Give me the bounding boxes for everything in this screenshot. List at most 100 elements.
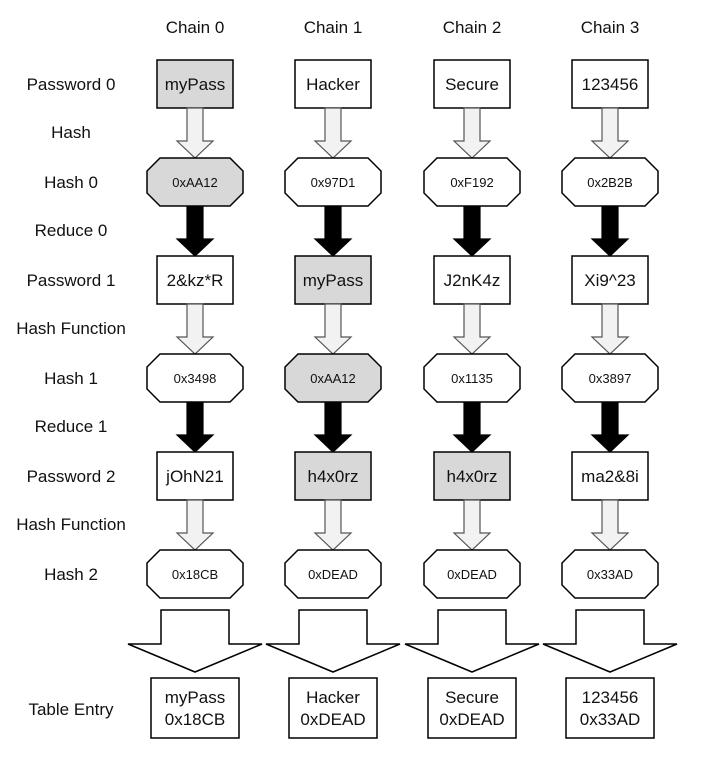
reduce-arrow-icon	[313, 402, 353, 453]
hash-arrow-icon	[313, 303, 353, 355]
hash-text: 0xAA12	[172, 175, 218, 190]
chain-header: Chain 3	[581, 18, 640, 37]
hash-text: 0x97D1	[311, 175, 356, 190]
hash-box	[284, 157, 382, 207]
table-entry-box	[565, 677, 655, 739]
reduce-arrow-icon	[452, 206, 492, 257]
chain-header: Chain 2	[443, 18, 502, 37]
chain-header: Chain 1	[304, 18, 363, 37]
hash-arrow-icon	[313, 107, 353, 159]
table-entry-arrow-icon	[127, 609, 263, 673]
password-text: 123456	[582, 75, 639, 94]
hash-box	[561, 353, 659, 403]
chain-header: Chain 0	[166, 18, 225, 37]
hash-arrow-icon	[452, 499, 492, 551]
hash-box	[146, 353, 244, 403]
row-label-hash-1: Hash 1	[44, 369, 98, 388]
row-label-hash-function-1: Hash Function	[16, 319, 126, 338]
table-entry-box	[427, 677, 517, 739]
password-box	[571, 255, 649, 305]
password-box	[294, 59, 372, 109]
table-entry-arrow-icon	[404, 609, 540, 673]
hash-box	[284, 549, 382, 599]
table-entry-hash: 0xDEAD	[439, 710, 504, 729]
password-text: Hacker	[306, 75, 360, 94]
hash-arrow-icon	[590, 303, 630, 355]
password-box	[156, 59, 234, 109]
hash-box	[284, 353, 382, 403]
hash-arrow-icon	[452, 107, 492, 159]
table-entry-password: 123456	[582, 688, 639, 707]
table-entry-arrow-icon	[542, 609, 678, 673]
hash-text: 0x3897	[589, 371, 632, 386]
password-box	[433, 255, 511, 305]
row-label-hash-step: Hash	[51, 123, 91, 142]
hash-box	[561, 549, 659, 599]
password-text: jOhN21	[165, 467, 224, 486]
password-text: ma2&8i	[581, 467, 639, 486]
reduce-arrow-icon	[590, 402, 630, 453]
reduce-arrow-icon	[313, 206, 353, 257]
hash-arrow-icon	[590, 499, 630, 551]
hash-text: 0x33AD	[587, 567, 633, 582]
password-box	[294, 451, 372, 501]
hash-text: 0xF192	[450, 175, 493, 190]
row-label-reduce-1: Reduce 1	[35, 417, 108, 436]
password-text: h4x0rz	[307, 467, 358, 486]
reduce-arrow-icon	[175, 206, 215, 257]
password-text: Xi9^23	[584, 271, 635, 290]
hash-arrow-icon	[175, 499, 215, 551]
hash-text: 0x3498	[174, 371, 217, 386]
password-text: J2nK4z	[444, 271, 501, 290]
hash-text: 0xDEAD	[447, 567, 497, 582]
reduce-arrow-icon	[175, 402, 215, 453]
hash-box	[146, 157, 244, 207]
password-box	[571, 451, 649, 501]
hash-box	[423, 549, 521, 599]
row-label-password-2: Password 2	[27, 467, 116, 486]
hash-text: 0x2B2B	[587, 175, 633, 190]
row-label-hash-2: Hash 2	[44, 565, 98, 584]
password-box	[433, 59, 511, 109]
table-entry-box	[288, 677, 378, 739]
hash-arrow-icon	[452, 303, 492, 355]
row-label-table-entry: Table Entry	[28, 700, 114, 719]
hash-arrow-icon	[313, 499, 353, 551]
password-text: h4x0rz	[446, 467, 497, 486]
table-entry-hash: 0x33AD	[580, 710, 640, 729]
reduce-arrow-icon	[452, 402, 492, 453]
hash-text: 0x1135	[451, 371, 493, 386]
hash-box	[561, 157, 659, 207]
hash-arrow-icon	[175, 303, 215, 355]
table-entry-password: Hacker	[306, 688, 360, 707]
row-label-hash-0: Hash 0	[44, 173, 98, 192]
table-entry-password: myPass	[165, 688, 225, 707]
password-box	[571, 59, 649, 109]
password-box	[294, 255, 372, 305]
hash-box	[423, 353, 521, 403]
row-label-password-0: Password 0	[27, 75, 116, 94]
hash-box	[146, 549, 244, 599]
hash-text: 0xDEAD	[308, 567, 358, 582]
password-text: Secure	[445, 75, 499, 94]
password-text: 2&kz*R	[167, 271, 224, 290]
chain-shapes: myPass 0xAA12 2&kz*R 0x3498 jOhN21 0x18CB myPa…	[127, 59, 678, 739]
row-label-reduce-0: Reduce 0	[35, 221, 108, 240]
row-label-hash-function-2: Hash Function	[16, 515, 126, 534]
hash-arrow-icon	[175, 107, 215, 159]
hash-text: 0xAA12	[310, 371, 356, 386]
hash-text: 0x18CB	[172, 567, 218, 582]
hash-arrow-icon	[590, 107, 630, 159]
reduce-arrow-icon	[590, 206, 630, 257]
table-entry-hash: 0x18CB	[165, 710, 225, 729]
hash-box	[423, 157, 521, 207]
table-entry-password: Secure	[445, 688, 499, 707]
password-text: myPass	[303, 271, 363, 290]
table-entry-arrow-icon	[265, 609, 401, 673]
row-label-password-1: Password 1	[27, 271, 116, 290]
password-text: myPass	[165, 75, 225, 94]
table-entry-hash: 0xDEAD	[300, 710, 365, 729]
table-entry-box	[150, 677, 240, 739]
